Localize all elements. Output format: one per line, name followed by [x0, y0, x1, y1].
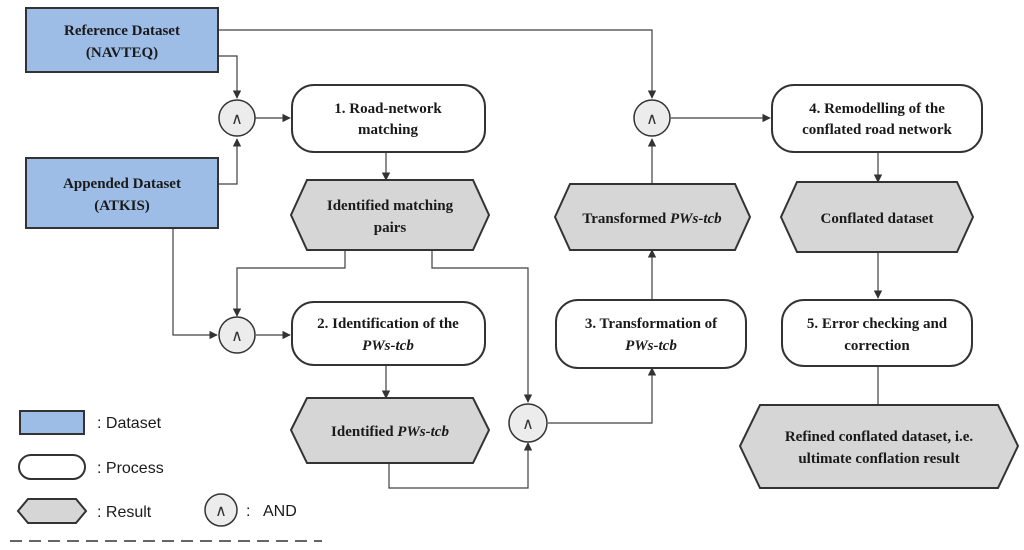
legend-and-swatch [204, 493, 238, 527]
dataset-appended-line2: (ATKIS) [94, 198, 150, 214]
dataset-reference: Reference Dataset (NAVTEQ) [25, 7, 219, 73]
edge-and3-to-process3 [548, 367, 657, 424]
edge-result1-to-and3 [431, 250, 533, 403]
process-3-line2: PWs-tcb [625, 338, 677, 354]
process-3-line1: 3. Transformation of [585, 316, 718, 332]
legend-and: ∧ : AND [204, 493, 297, 527]
dataset-reference-line1: Reference Dataset [64, 23, 180, 39]
legend-process: : Process [18, 454, 164, 480]
dataset-appended: Appended Dataset (ATKIS) [25, 157, 219, 229]
process-5-line2: correction [844, 338, 910, 354]
result-2-prefix: Identified [331, 424, 397, 440]
legend-result-label: : Result [97, 504, 152, 521]
result-5-line2: ultimate conflation result [798, 451, 959, 467]
edge-appended-to-and2 [172, 228, 218, 340]
process-5-line1: 5. Error checking and [807, 316, 948, 332]
process-5-error-checking: 5. Error checking and correction [781, 299, 973, 367]
legend: : Dataset : Process : Result ∧ : AND [10, 410, 322, 542]
result-2-italic: PWs-tcb [397, 424, 449, 440]
legend-and-colon: : [246, 503, 250, 520]
process-1-line2: matching [358, 122, 419, 138]
and-gate-4: ∧ [633, 99, 671, 137]
edge-reference-to-and1 [218, 55, 242, 99]
result-1-line1: Identified matching [327, 198, 454, 214]
result-identified-matching-pairs: Identified matching pairs [289, 179, 491, 251]
and-gate-3-symbol: ∧ [522, 414, 534, 433]
and-gate-4-symbol: ∧ [646, 109, 658, 128]
result-identified-pws-tcb: Identified PWs-tcb [289, 397, 491, 464]
edge-reference-to-and4 [218, 29, 657, 99]
dataset-reference-line2: (NAVTEQ) [86, 45, 158, 61]
result-4-line1: Conflated dataset [821, 211, 934, 227]
process-2-identification: 2. Identification of the PWs-tcb [291, 301, 486, 366]
result-refined-conflated-dataset: Refined conflated dataset, i.e. ultimate… [738, 404, 1020, 489]
process-4-line1: 4. Remodelling of the [809, 101, 945, 117]
legend-and-symbol: ∧ [215, 501, 227, 520]
process-2-line2: PWs-tcb [362, 338, 414, 354]
result-2-label: Identified PWs-tcb [331, 424, 449, 440]
process-4-remodelling: 4. Remodelling of the conflated road net… [771, 84, 983, 153]
and-gate-2: ∧ [218, 316, 256, 354]
result-1-line2: pairs [374, 220, 407, 236]
edge-result1-to-and2 [232, 250, 346, 317]
legend-process-swatch [18, 454, 86, 480]
result-5-line1: Refined conflated dataset, i.e. [785, 429, 974, 445]
result-transformed-pws-tcb: Transformed PWs-tcb [553, 183, 752, 251]
process-4-line2: conflated road network [802, 122, 952, 138]
legend-result-swatch [16, 498, 88, 524]
dataset-appended-line1: Appended Dataset [63, 176, 181, 192]
process-1-road-network-matching: 1. Road-network matching [291, 84, 486, 153]
and-gate-2-symbol: ∧ [231, 326, 243, 345]
result-3-label: Transformed PWs-tcb [582, 211, 722, 227]
result-3-prefix: Transformed [582, 211, 670, 227]
legend-dataset-swatch [19, 410, 85, 435]
process-1-line1: 1. Road-network [334, 101, 442, 117]
legend-dataset-label: : Dataset [97, 415, 162, 432]
result-conflated-dataset: Conflated dataset [779, 181, 975, 253]
edge-appended-to-and1 [218, 138, 242, 185]
connectors [172, 29, 883, 489]
edge-result2-to-and3 [388, 442, 533, 489]
and-gate-3: ∧ [508, 403, 548, 443]
process-3-transformation: 3. Transformation of PWs-tcb [555, 299, 747, 369]
and-gate-1: ∧ [218, 99, 256, 137]
process-2-line1: 2. Identification of the [317, 316, 459, 332]
result-3-italic: PWs-tcb [670, 211, 722, 227]
and-gate-1-symbol: ∧ [231, 109, 243, 128]
legend-and-label: AND [263, 503, 297, 520]
legend-result: : Result [16, 498, 152, 524]
legend-dataset: : Dataset [19, 410, 162, 435]
legend-process-label: : Process [97, 460, 164, 477]
